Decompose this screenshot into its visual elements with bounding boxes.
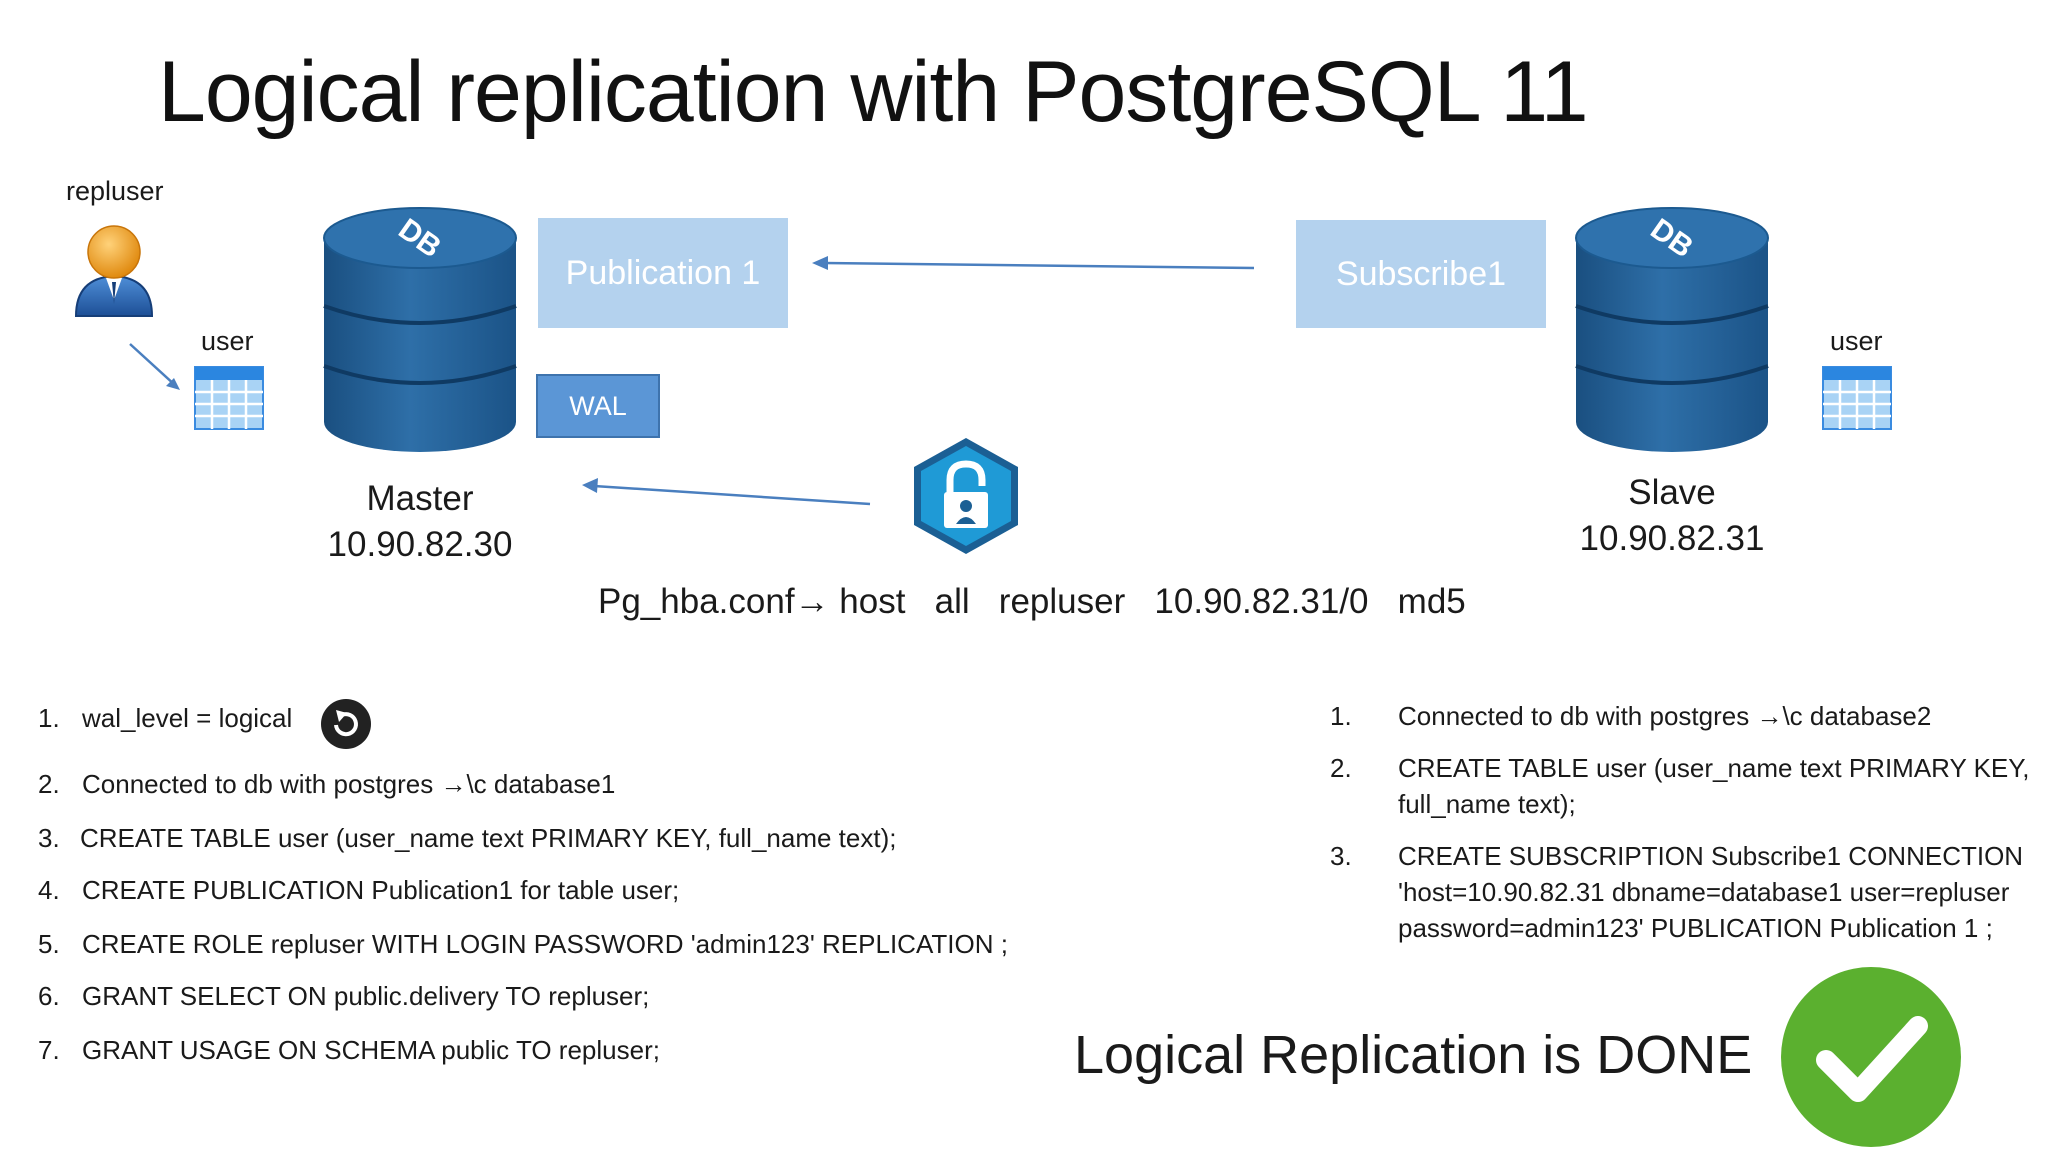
- pg-hba-line: Pg_hba.conf→ host all repluser 10.90.82.…: [598, 582, 1466, 622]
- publication-box: Publication 1: [538, 218, 788, 328]
- table-icon: [194, 366, 264, 430]
- subscribe-arrow: [812, 256, 1255, 270]
- list-item-continuation: 'host=10.90.82.31 dbname=database1 user=…: [1398, 877, 2010, 907]
- wal-box: WAL: [536, 374, 660, 438]
- list-item: 7. GRANT USAGE ON SCHEMA public TO replu…: [38, 1035, 660, 1065]
- access-arrow: [129, 343, 180, 390]
- list-item: 3. CREATE SUBSCRIPTION Subscribe1 CONNEC…: [1330, 841, 2024, 871]
- pg-hba-prefix: Pg_hba.conf: [598, 582, 795, 621]
- list-item-continuation: full_name text);: [1398, 789, 1576, 819]
- page-title: Logical replication with PostgreSQL 11: [158, 44, 1589, 140]
- list-item: 1. Connected to db with postgres →\c dat…: [1330, 701, 1932, 731]
- list-item: 3. CREATE TABLE user (user_name text PRI…: [38, 823, 897, 853]
- lock-icon: [914, 438, 1018, 554]
- checkmark-icon: [1781, 967, 1961, 1147]
- auth-arrow: [582, 478, 871, 506]
- master-database-icon: DB: [323, 207, 517, 452]
- list-item: 1. wal_level = logical: [38, 703, 293, 733]
- list-item: 6. GRANT SELECT ON public.delivery TO re…: [38, 981, 650, 1011]
- slave-ip: 10.90.82.31: [1579, 519, 1765, 558]
- slave-database-icon: DB: [1575, 207, 1769, 452]
- pg-hba-entry: host all repluser 10.90.82.31/0 md5: [829, 582, 1466, 621]
- master-table-label: user: [201, 326, 254, 356]
- repluser-label: repluser: [66, 176, 164, 206]
- restart-icon: [321, 699, 371, 749]
- list-item-continuation: password=admin123' PUBLICATION Publicati…: [1398, 913, 1993, 943]
- done-message: Logical Replication is DONE: [1074, 1025, 1753, 1085]
- slave-name: Slave: [1628, 473, 1716, 512]
- slave-table-label: user: [1830, 326, 1883, 356]
- user-person-icon: [74, 225, 154, 317]
- table-icon: [1822, 366, 1892, 430]
- master-ip: 10.90.82.30: [327, 525, 513, 564]
- list-item: 2. Connected to db with postgres →\c dat…: [38, 769, 616, 799]
- master-name: Master: [366, 479, 474, 518]
- subscription-box: Subscribe1: [1296, 220, 1546, 328]
- list-item: 4. CREATE PUBLICATION Publication1 for t…: [38, 875, 680, 905]
- list-item: 5. CREATE ROLE repluser WITH LOGIN PASSW…: [38, 929, 1008, 959]
- list-item: 2. CREATE TABLE user (user_name text PRI…: [1330, 753, 2030, 783]
- arrow-right-icon: →: [794, 582, 830, 621]
